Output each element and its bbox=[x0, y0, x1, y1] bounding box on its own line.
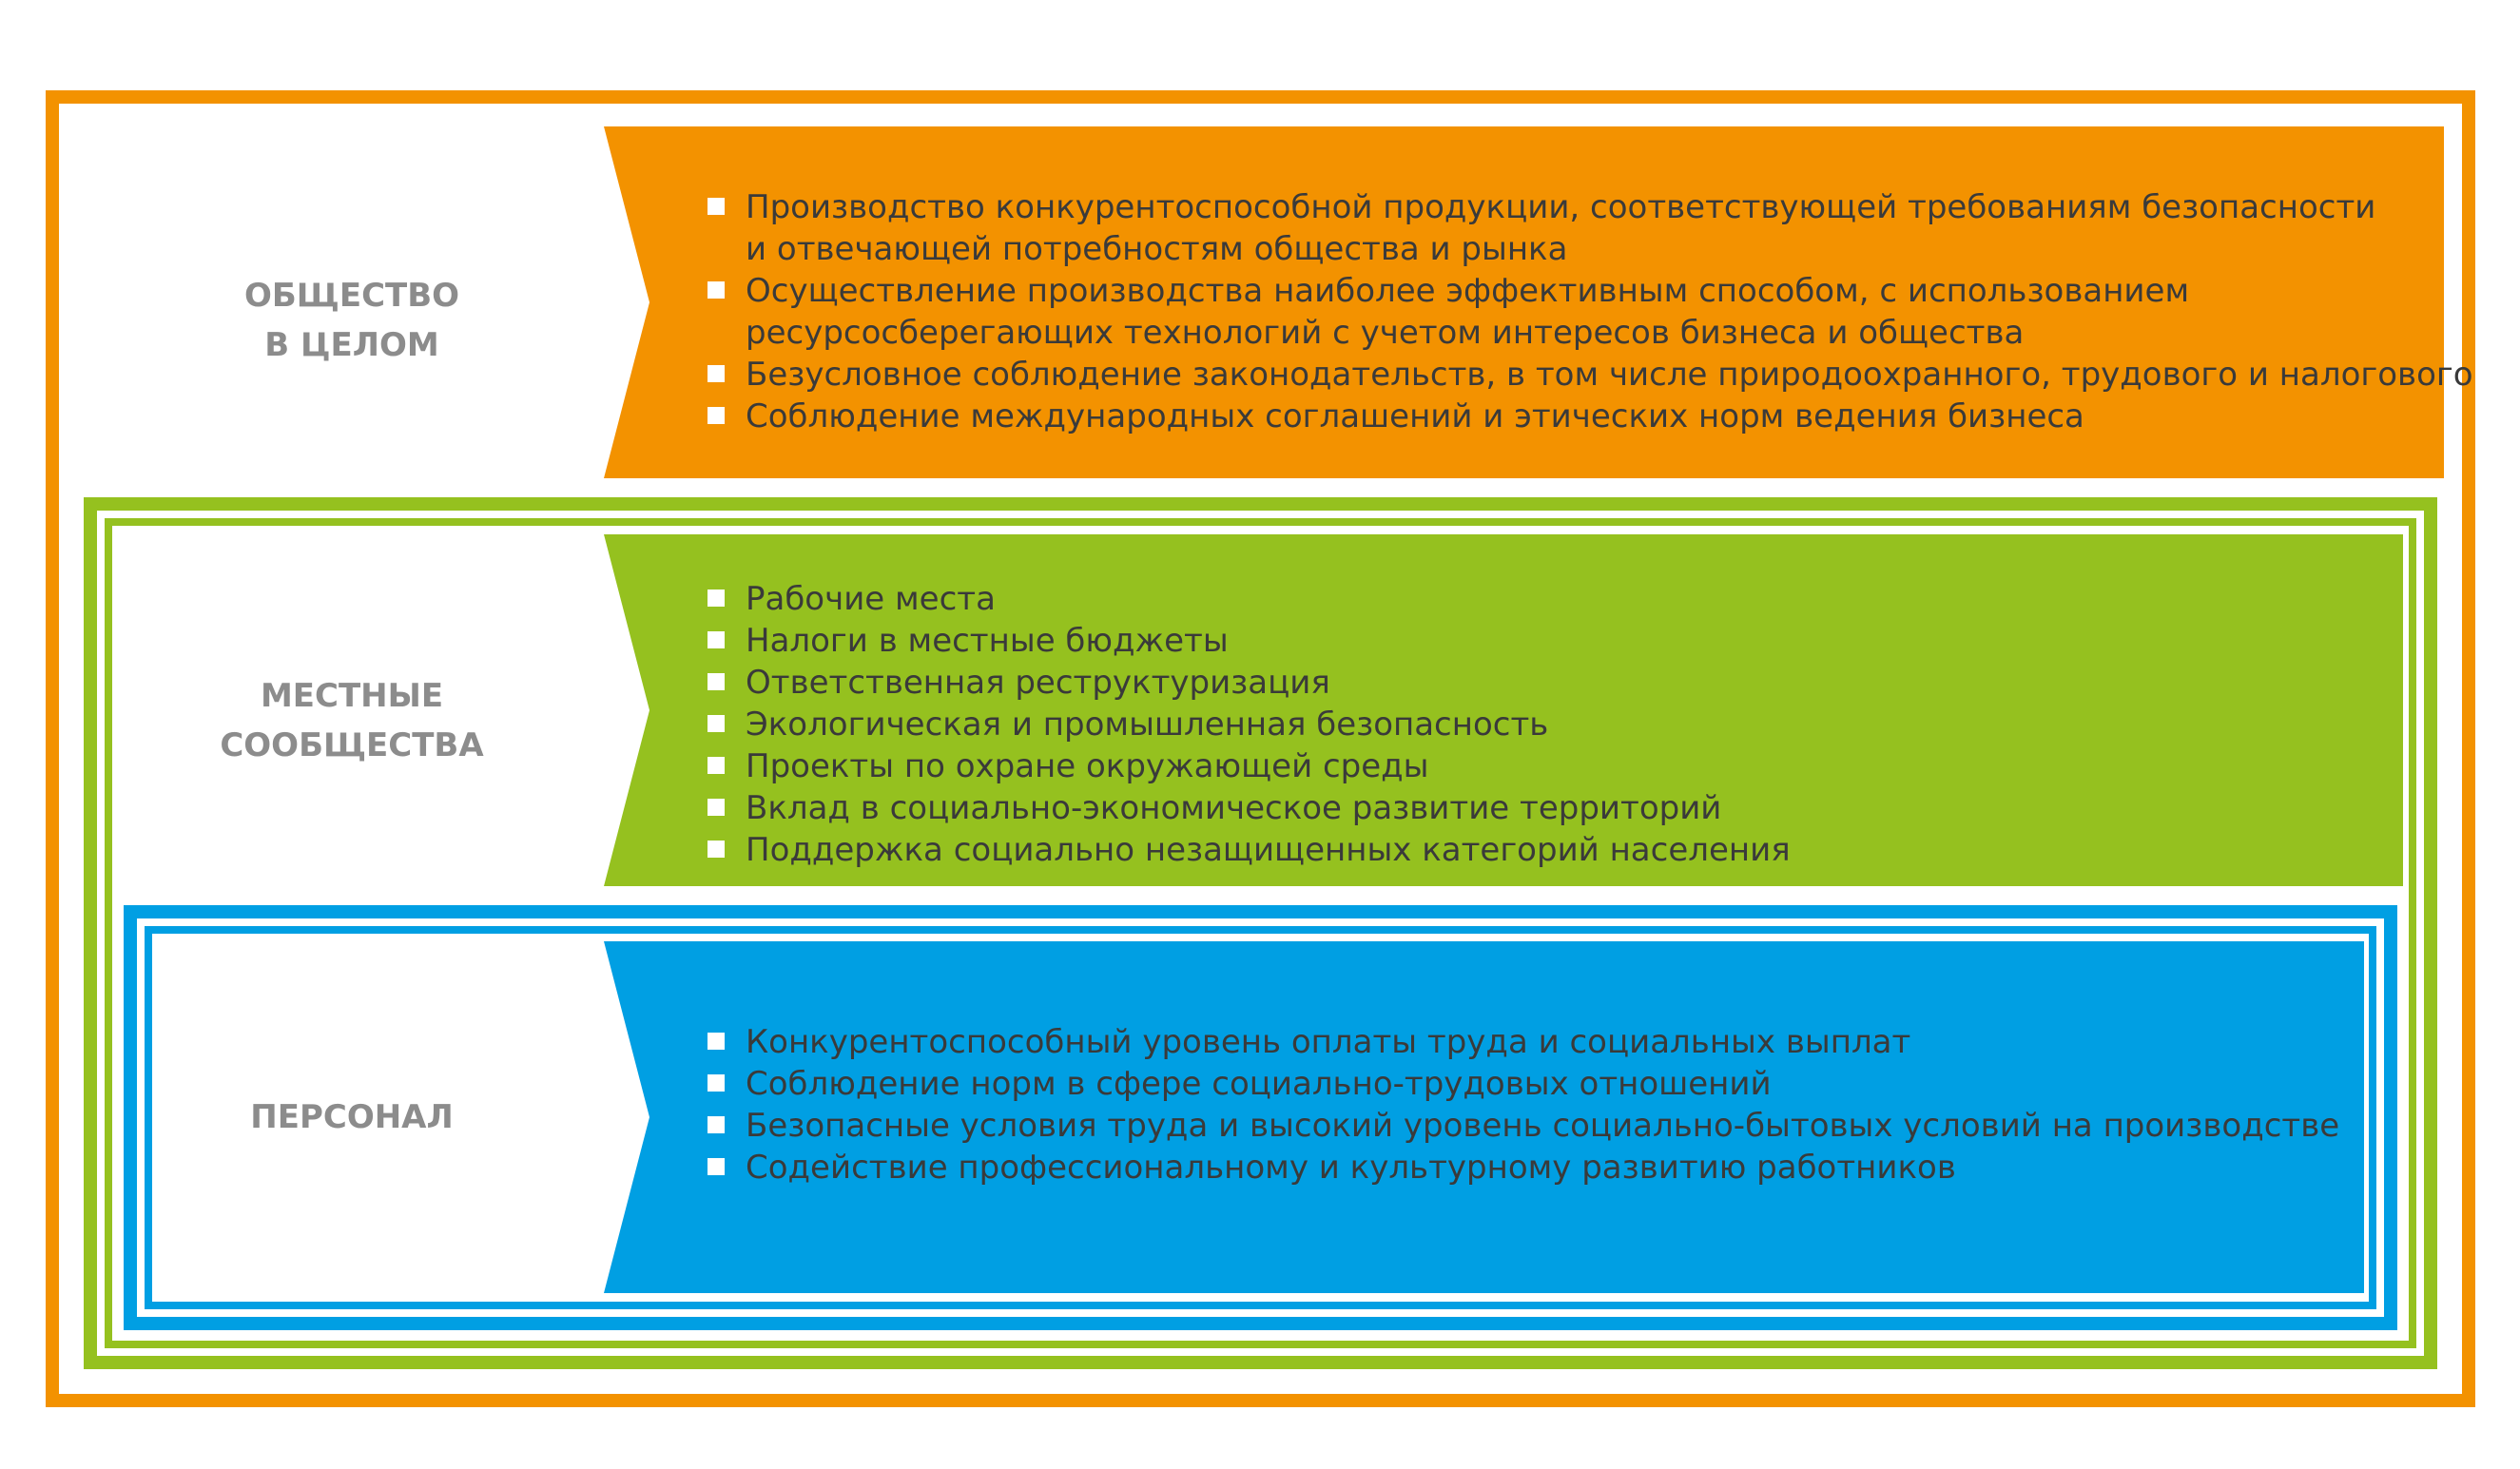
list-item: Ответственная реструктуризация bbox=[704, 662, 1791, 704]
bullet-square-icon bbox=[708, 1158, 725, 1175]
list-item: Производство конкурентоспособной продукц… bbox=[704, 186, 2473, 270]
item-text: Рабочие места bbox=[746, 580, 996, 618]
list-item: Соблюдение международных соглашений и эт… bbox=[704, 396, 2473, 437]
bullet-square-icon bbox=[708, 1116, 725, 1133]
chevron-personnel-shape bbox=[604, 941, 2364, 1293]
label-line: СООБЩЕСТВА bbox=[220, 726, 484, 764]
list-item: Экологическая и промышленная безопасност… bbox=[704, 704, 1791, 745]
bullet-square-icon bbox=[708, 1033, 725, 1050]
chevron-communities bbox=[604, 534, 2403, 886]
label-line: ОБЩЕСТВО bbox=[243, 277, 460, 315]
frame-society bbox=[46, 90, 2475, 1407]
label-society: ОБЩЕСТВО В ЦЕЛОМ bbox=[105, 271, 599, 370]
item-text: Содействие профессиональному и культурно… bbox=[746, 1149, 1956, 1187]
list-item: Рабочие места bbox=[704, 578, 1791, 620]
list-item: Конкурентоспособный уровень оплаты труда… bbox=[704, 1021, 2339, 1063]
bullet-square-icon bbox=[708, 799, 725, 816]
item-text: Экологическая и промышленная безопасност… bbox=[746, 706, 1549, 744]
label-line: ПЕРСОНАЛ bbox=[250, 1098, 454, 1136]
item-text: Проекты по охране окружающей среды bbox=[746, 747, 1429, 785]
label-personnel: ПЕРСОНАЛ bbox=[105, 1092, 599, 1142]
item-text: и отвечающей потребностям общества и рын… bbox=[746, 230, 1568, 268]
list-item: Безопасные условия труда и высокий урове… bbox=[704, 1105, 2339, 1147]
chevron-personnel bbox=[604, 941, 2364, 1293]
item-text: Осуществление производства наиболее эффе… bbox=[746, 272, 2190, 310]
list-item: Содействие профессиональному и культурно… bbox=[704, 1147, 2339, 1189]
list-society: Производство конкурентоспособной продукц… bbox=[704, 186, 2473, 437]
chevron-communities-shape bbox=[604, 534, 2403, 886]
list-item: Вклад в социально-экономическое развитие… bbox=[704, 787, 1791, 829]
bullet-square-icon bbox=[708, 631, 725, 648]
item-text: Безусловное соблюдение законодательств, … bbox=[746, 356, 2473, 394]
list-item: Налоги в местные бюджеты bbox=[704, 620, 1791, 662]
list-item: Безусловное соблюдение законодательств, … bbox=[704, 354, 2473, 396]
label-line: В ЦЕЛОМ bbox=[264, 326, 439, 364]
bullet-square-icon bbox=[708, 757, 725, 774]
bullet-square-icon bbox=[708, 673, 725, 690]
item-text: ресурсосберегающих технологий с учетом и… bbox=[746, 314, 2025, 352]
item-text: Соблюдение норм в сфере социально-трудов… bbox=[746, 1065, 1772, 1103]
list-item: Поддержка социально незащищенных категор… bbox=[704, 829, 1791, 871]
bullet-square-icon bbox=[708, 841, 725, 858]
list-item: Осуществление производства наиболее эффе… bbox=[704, 270, 2473, 354]
item-text: Поддержка социально незащищенных категор… bbox=[746, 831, 1791, 869]
bullet-square-icon bbox=[708, 590, 725, 607]
list-communities: Рабочие места Налоги в местные бюджеты О… bbox=[704, 578, 1791, 871]
bullet-square-icon bbox=[708, 281, 725, 299]
item-text: Ответственная реструктуризация bbox=[746, 664, 1330, 702]
item-text: Налоги в местные бюджеты bbox=[746, 622, 1229, 660]
bullet-square-icon bbox=[708, 198, 725, 215]
bullet-square-icon bbox=[708, 407, 725, 424]
bullet-square-icon bbox=[708, 1074, 725, 1092]
label-communities: МЕСТНЫЕ СООБЩЕСТВА bbox=[105, 671, 599, 770]
item-text: Соблюдение международных соглашений и эт… bbox=[746, 397, 2084, 435]
chevron-society bbox=[604, 126, 2444, 478]
item-text: Производство конкурентоспособной продукц… bbox=[746, 188, 2376, 226]
item-text: Безопасные условия труда и высокий урове… bbox=[746, 1107, 2340, 1145]
item-text: Вклад в социально-экономическое развитие… bbox=[746, 789, 1722, 827]
list-item: Проекты по охране окружающей среды bbox=[704, 745, 1791, 787]
list-item: Соблюдение норм в сфере социально-трудов… bbox=[704, 1063, 2339, 1105]
bullet-square-icon bbox=[708, 715, 725, 732]
label-line: МЕСТНЫЕ bbox=[260, 677, 444, 715]
bullet-square-icon bbox=[708, 365, 725, 382]
item-text: Конкурентоспособный уровень оплаты труда… bbox=[746, 1023, 1911, 1061]
list-personnel: Конкурентоспособный уровень оплаты труда… bbox=[704, 1021, 2339, 1189]
chevron-society-shape bbox=[604, 126, 2444, 478]
